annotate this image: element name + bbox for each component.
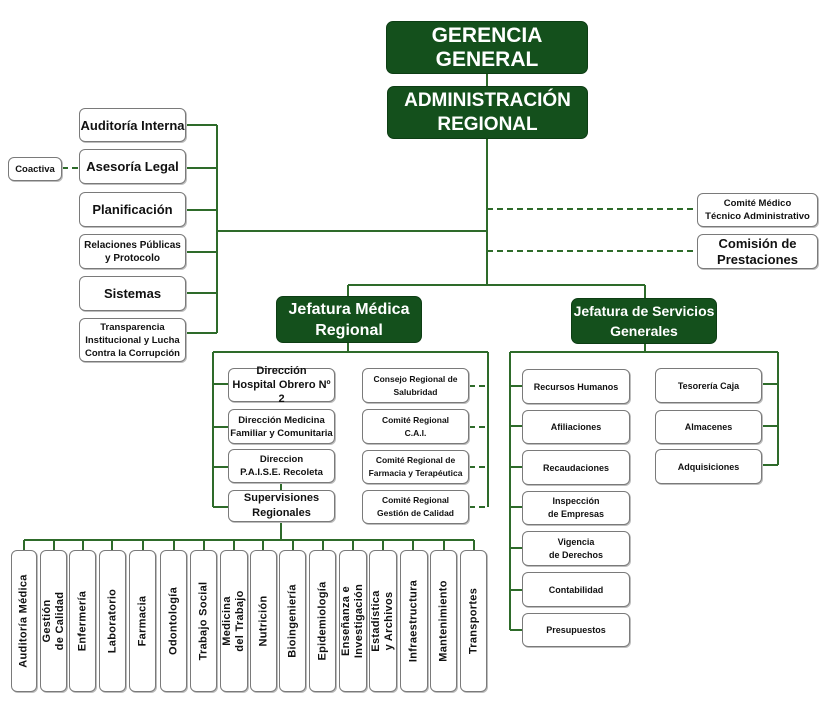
supervision-label: Odontología (167, 586, 179, 656)
line-medica-bus (212, 343, 489, 507)
line-servicios-bus (509, 343, 779, 630)
administracion-regional-box[interactable]: ADMINISTRACIÓN REGIONAL (387, 86, 588, 139)
coactiva-box[interactable]: Coactiva (8, 157, 62, 181)
servicio-label: Recursos Humanos (533, 381, 619, 392)
servicio-label: Afiliaciones (550, 422, 602, 432)
supervision-drops (23, 540, 475, 550)
staff-relaciones-publicas[interactable]: Relaciones Públicas y Protocolo (79, 234, 186, 269)
staff-label: Asesoría Legal (86, 159, 179, 174)
staff-label: Comité Médico Técnico Administrativo (705, 198, 810, 222)
servicio-almacenes[interactable]: Almacenes (655, 410, 762, 444)
supervision-label: Infraestructura (407, 579, 420, 663)
supervision-label: Estadística y Archivos (370, 590, 395, 652)
supervision-nutricion[interactable]: Nutrición (250, 550, 277, 692)
supervision-epidemiologia[interactable]: Epidemiología (309, 550, 336, 692)
servicio-afiliaciones[interactable]: Afiliaciones (522, 410, 630, 444)
supervision-label: Epidemiología (316, 581, 328, 661)
staff-label: Relaciones Públicas y Protocolo (84, 239, 181, 264)
servicio-tesoreria-caja[interactable]: Tesorería Caja (655, 368, 762, 403)
supervision-auditoria-medica[interactable]: Auditoría Médica (11, 550, 37, 692)
supervision-label: Trabajo Social (197, 581, 209, 661)
direccion-hospital-obrero[interactable]: Dirección Hospital Obrero Nº 2 (228, 365, 335, 405)
direccion-paise-recoleta[interactable]: Direccion P.A.I.S.E. Recoleta (228, 449, 335, 483)
supervision-farmacia[interactable]: Farmacia (129, 550, 156, 692)
comite-regional-gestion-calidad[interactable]: Comité Regional Gestión de Calidad (362, 490, 469, 524)
comite-regional-farmacia[interactable]: Comité Regional de Farmacia y Terapéutic… (362, 450, 469, 484)
supervision-label: Farmacia (136, 595, 148, 647)
servicio-label: Almacenes (684, 422, 733, 432)
supervision-label: Medicina del Trabajo (221, 590, 246, 652)
gerencia-general-box[interactable]: GERENCIA GENERAL (386, 21, 588, 74)
supervision-trabajo-social[interactable]: Trabajo Social (190, 550, 217, 692)
comision-prestaciones-box[interactable]: Comisión de Prestaciones (697, 234, 818, 269)
servicio-label: Contabilidad (548, 584, 604, 595)
supervision-mantenimiento[interactable]: Mantenimiento (430, 550, 457, 692)
servicio-adquisiciones[interactable]: Adquisiciones (655, 449, 762, 484)
servicio-label: Tesorería Caja (677, 380, 740, 391)
servicio-inspeccion-empresas[interactable]: Inspección de Empresas (522, 491, 630, 525)
servicio-label: Inspección de Empresas (547, 496, 605, 519)
coactiva-label: Coactiva (15, 163, 55, 175)
staff-transparencia[interactable]: Transparencia Institucional y Lucha Cont… (79, 318, 186, 362)
supervision-label: Nutrición (257, 595, 269, 647)
staff-auditoria-interna[interactable]: Auditoría Interna (79, 108, 186, 142)
jefatura-servicios-label: Jefatura de Servicios Generales (573, 303, 715, 339)
supervision-label: Bioingeniería (286, 584, 298, 658)
staff-planificacion[interactable]: Planificación (79, 192, 186, 227)
staff-sistemas[interactable]: Sistemas (79, 276, 186, 311)
supervision-laboratorio[interactable]: Laboratorio (99, 550, 126, 692)
direccion-label: Dirección Hospital Obrero Nº 2 (232, 365, 331, 405)
servicio-recursos-humanos[interactable]: Recursos Humanos (522, 369, 630, 404)
supervision-medicina-trabajo[interactable]: Medicina del Trabajo (220, 550, 248, 692)
direccion-label: Dirección Medicina Familiar y Comunitari… (230, 414, 333, 439)
comite-label: Comité Regional Gestión de Calidad (377, 495, 454, 518)
administracion-regional-label: ADMINISTRACIÓN REGIONAL (404, 89, 571, 135)
servicio-label: Presupuestos (546, 625, 606, 635)
comite-label: Comité Regional de Farmacia y Terapéutic… (368, 455, 463, 478)
direccion-medicina-familiar[interactable]: Dirección Medicina Familiar y Comunitari… (228, 409, 335, 444)
staff-asesoria-legal[interactable]: Asesoría Legal (79, 149, 186, 184)
supervisiones-regionales[interactable]: Supervisiones Regionales (228, 490, 335, 522)
supervision-label: Laboratorio (106, 588, 118, 654)
line-jefaturas-bus (347, 284, 646, 298)
comite-regional-cai[interactable]: Comité Regional C.A.I. (362, 409, 469, 444)
supervision-ensenanza[interactable]: Enseñanza e Investigación (339, 550, 367, 692)
servicio-presupuestos[interactable]: Presupuestos (522, 613, 630, 647)
comite-label: Comité Regional C.A.I. (381, 414, 450, 438)
supervision-label: Mantenimiento (437, 580, 449, 662)
supervision-infraestructura[interactable]: Infraestructura (400, 550, 428, 692)
supervision-label: Enfermería (76, 590, 88, 652)
comite-medico-tecnico-box[interactable]: Comité Médico Técnico Administrativo (697, 193, 818, 227)
supervision-label: Auditoría Médica (17, 574, 30, 668)
supervision-label: Gestión de Calidad (40, 591, 66, 651)
direccion-label: Direccion P.A.I.S.E. Recoleta (240, 454, 323, 478)
staff-label: Comisión de Prestaciones (717, 235, 798, 267)
servicio-label: Adquisiciones (677, 461, 740, 472)
direccion-label: Supervisiones Regionales (243, 492, 320, 519)
servicio-recaudaciones[interactable]: Recaudaciones (522, 450, 630, 485)
jefatura-medica-label: Jefatura Médica Regional (288, 300, 410, 339)
staff-label: Transparencia Institucional y Lucha Cont… (84, 321, 180, 359)
servicio-contabilidad[interactable]: Contabilidad (522, 572, 630, 607)
supervision-bioingenieria[interactable]: Bioingeniería (279, 550, 306, 692)
staff-label: Planificación (92, 202, 173, 217)
supervision-transportes[interactable]: Transportes (460, 550, 487, 692)
jefatura-medica-box[interactable]: Jefatura Médica Regional (276, 296, 422, 343)
supervision-label: Transportes (467, 587, 479, 655)
jefatura-servicios-box[interactable]: Jefatura de Servicios Generales (571, 298, 717, 344)
supervision-enfermeria[interactable]: Enfermería (69, 550, 96, 692)
gerencia-general-label: GERENCIA GENERAL (431, 23, 543, 71)
supervision-label: Enseñanza e Investigación (340, 583, 365, 659)
supervision-gestion-calidad[interactable]: Gestión de Calidad (40, 550, 67, 692)
staff-label: Sistemas (103, 286, 162, 301)
servicio-vigencia-derechos[interactable]: Vigencia de Derechos (522, 531, 630, 566)
servicio-label: Vigencia de Derechos (548, 536, 604, 560)
consejo-regional-salubridad[interactable]: Consejo Regional de Salubridad (362, 368, 469, 403)
servicio-label: Recaudaciones (542, 462, 610, 473)
comite-label: Consejo Regional de Salubridad (373, 373, 458, 397)
supervision-odontologia[interactable]: Odontología (160, 550, 187, 692)
staff-label: Auditoría Interna (80, 117, 185, 133)
supervision-estadistica[interactable]: Estadística y Archivos (369, 550, 397, 692)
